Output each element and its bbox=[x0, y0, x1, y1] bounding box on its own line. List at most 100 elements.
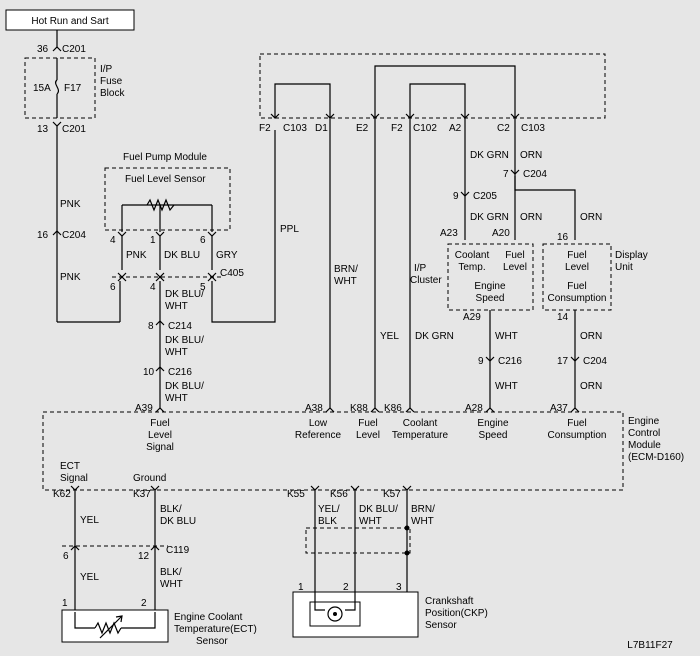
terminal-f2a bbox=[270, 113, 280, 119]
pin-4-upper: 4 bbox=[110, 235, 116, 246]
wire-label-dkbluwht-3b: WHT bbox=[165, 393, 188, 404]
display-consumption-1: Fuel bbox=[567, 281, 586, 292]
terminal-a28 bbox=[485, 407, 495, 413]
power-source-box bbox=[5, 9, 135, 31]
ecm-title-1: Engine bbox=[628, 416, 660, 427]
wire-top-loop-left bbox=[274, 83, 331, 118]
ecm-title-4: (ECM-D160) bbox=[628, 452, 684, 463]
pin-a29: A29 bbox=[463, 312, 481, 323]
wire-label-blkdkblu-2: DK BLU bbox=[160, 516, 196, 527]
ecm-ect-signal-1: ECT bbox=[60, 461, 80, 472]
shield-junction-top bbox=[404, 525, 410, 531]
ect-sensor-label-1: Engine Coolant bbox=[174, 612, 243, 623]
pin-9-c216: 9 bbox=[478, 356, 484, 367]
ecm-fuel-level-signal-3: Signal bbox=[146, 442, 174, 453]
wire-top-loop-outer bbox=[374, 65, 516, 118]
pin-a2: A2 bbox=[449, 123, 462, 134]
fuse-block-label-1: I/P bbox=[100, 64, 113, 75]
wire-label-ppl: PPL bbox=[280, 224, 299, 235]
pin-6-c119: 6 bbox=[63, 551, 69, 562]
ect-sensor-label-3: Sensor bbox=[196, 636, 228, 647]
terminal-7-c204 bbox=[510, 169, 520, 175]
wire-label-brnwht-2: WHT bbox=[334, 276, 357, 287]
ecm-title-2: Control bbox=[628, 428, 660, 439]
shield-junction-bottom bbox=[404, 550, 410, 556]
conn-c102: C102 bbox=[413, 123, 437, 134]
ect-lead-left bbox=[74, 612, 95, 629]
terminal-1a bbox=[155, 231, 165, 237]
pin-d1: D1 bbox=[315, 123, 328, 134]
wire-label-dkbluwht-1b: WHT bbox=[165, 301, 188, 312]
terminal-k56 bbox=[350, 485, 360, 491]
pin-c2: C2 bbox=[497, 123, 510, 134]
terminal-k62 bbox=[70, 485, 80, 491]
terminal-6c bbox=[117, 276, 127, 282]
ip-cluster-box bbox=[447, 243, 534, 311]
terminal-5c bbox=[207, 276, 217, 282]
pin-36: 36 bbox=[37, 44, 49, 55]
ckp-lead-2 bbox=[345, 592, 356, 611]
ecm-fuel-level-signal-2: Level bbox=[148, 430, 172, 441]
terminal-9-c205 bbox=[460, 191, 470, 197]
display-consumption-2: Consumption bbox=[548, 293, 607, 304]
conn-c201-bottom: C201 bbox=[62, 124, 86, 135]
cluster-fuel-2: Level bbox=[503, 262, 527, 273]
pin-7: 7 bbox=[503, 169, 509, 180]
fuse-amp: 15A bbox=[33, 83, 51, 94]
ecm-coolant-1: Coolant bbox=[403, 418, 438, 429]
wire-label-dkgrn-2: DK GRN bbox=[470, 212, 509, 223]
wire-label-blkwht-2: WHT bbox=[160, 579, 183, 590]
pin-3-ckp: 3 bbox=[396, 582, 402, 593]
ecm-engine-speed-2: Speed bbox=[479, 430, 508, 441]
wire-label-wht-1: WHT bbox=[495, 331, 518, 342]
terminal-6a bbox=[207, 231, 217, 237]
pin-8: 8 bbox=[148, 321, 154, 332]
cluster-speed-2: Speed bbox=[476, 293, 505, 304]
terminal-k88 bbox=[370, 407, 380, 413]
wire-label-blkdkblu-1: BLK/ bbox=[160, 504, 182, 515]
pin-10: 10 bbox=[143, 367, 155, 378]
gear-icon bbox=[327, 606, 343, 622]
wire-orn-to-display bbox=[514, 176, 576, 240]
cluster-coolant-1: Coolant bbox=[455, 250, 490, 261]
wire-label-dkbluwht-2a: DK BLU/ bbox=[165, 335, 204, 346]
wire-label-dkbluwht-1a: DK BLU/ bbox=[165, 289, 204, 300]
terminal-a37 bbox=[570, 407, 580, 413]
ecm-engine-speed-1: Engine bbox=[477, 418, 509, 429]
terminal-k37 bbox=[150, 485, 160, 491]
conn-c103-left: C103 bbox=[283, 123, 307, 134]
wire-label-ckp-brnwht-2: WHT bbox=[411, 516, 434, 527]
wire-label-yelblk-1: YEL/ bbox=[318, 504, 340, 515]
pin-a28: A28 bbox=[465, 403, 483, 414]
top-harness-box bbox=[259, 53, 606, 119]
terminal-a38 bbox=[325, 407, 335, 413]
cluster-fuel-1: Fuel bbox=[505, 250, 524, 261]
pin-f2-left: F2 bbox=[259, 123, 271, 134]
ect-arrow-head bbox=[115, 615, 123, 623]
terminal-k55 bbox=[310, 485, 320, 491]
display-fuel-1: Fuel bbox=[567, 250, 586, 261]
pin-a23: A23 bbox=[440, 228, 458, 239]
conn-c201-top: C201 bbox=[62, 44, 86, 55]
terminal-12-c119 bbox=[150, 545, 160, 551]
wire-label-ckp-brnwht-1: BRN/ bbox=[411, 504, 435, 515]
cluster-coolant-2: Temp. bbox=[458, 262, 485, 273]
ckp-shield-box bbox=[305, 527, 411, 554]
pin-f2-mid: F2 bbox=[391, 123, 403, 134]
fuel-pump-module-box bbox=[104, 167, 231, 231]
pin-k56: K56 bbox=[330, 489, 348, 500]
conn-c405: C405 bbox=[220, 268, 244, 279]
pin-a37: A37 bbox=[550, 403, 568, 414]
wire-label-yelblk-2: BLK bbox=[318, 516, 337, 527]
pin-a20: A20 bbox=[492, 228, 510, 239]
ip-cluster-label-2: Cluster bbox=[410, 275, 442, 286]
wire-label-orn-3: ORN bbox=[580, 212, 602, 223]
ecm-box bbox=[42, 411, 624, 491]
wire-label-pnk-inner: PNK bbox=[126, 250, 147, 261]
terminal-17 bbox=[570, 356, 580, 362]
ecm-low-reference-2: Reference bbox=[295, 430, 342, 441]
ecm-fuel-level-signal-1: Fuel bbox=[150, 418, 169, 429]
pin-a38: A38 bbox=[305, 403, 323, 414]
ect-lead-right bbox=[121, 612, 156, 629]
